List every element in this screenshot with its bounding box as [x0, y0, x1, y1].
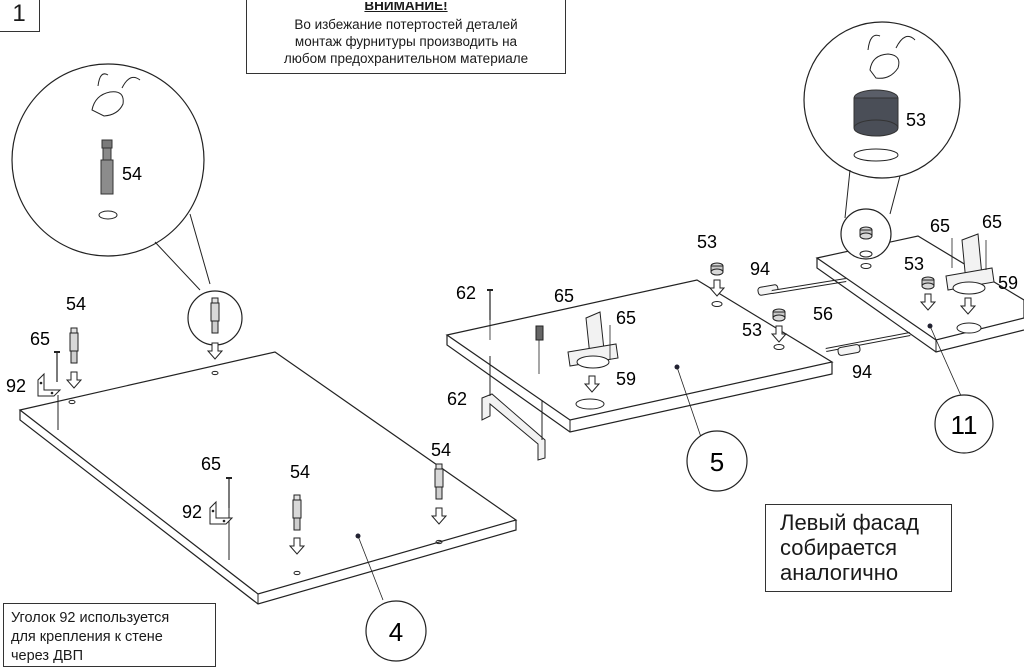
dowel-54-left: [66, 327, 82, 389]
corner-92-left: [37, 373, 61, 430]
part-label-dowel: 54: [431, 440, 451, 460]
part-label-handle: 62: [447, 389, 467, 409]
part-label-corner: 92: [6, 376, 26, 396]
screw-65-panel5: [535, 325, 544, 374]
part-label-cam: 53: [697, 232, 717, 252]
detail-circle-cam: [840, 208, 892, 260]
panel-4-callout: [365, 600, 427, 662]
part-label-cam: 53: [904, 254, 924, 274]
warning-line: любом предохранительном материале: [283, 51, 529, 66]
part-label-rod: 56: [813, 304, 833, 324]
facade-note-line: собирается: [780, 535, 898, 560]
cam-53-panel5-a: [709, 262, 725, 297]
part-label-rod: 94: [852, 362, 872, 382]
part-label-dowel: 54: [122, 164, 142, 184]
screw-65-mid: [225, 477, 233, 560]
panel-4: [18, 351, 518, 605]
screw-65-left: [53, 351, 61, 383]
panel-number: 5: [710, 447, 724, 477]
hinge-59-panel5: [567, 311, 619, 393]
part-label-screw: 65: [554, 286, 574, 306]
panel-11: [815, 235, 1024, 399]
warning-title: ВНИМАНИЕ!: [364, 2, 448, 13]
part-label-screw: 65: [201, 454, 221, 474]
corner-note: Уголок 92 используется для крепления к с…: [3, 603, 216, 667]
facade-note-line: аналогично: [780, 560, 899, 585]
panel-11-callout: [934, 394, 994, 454]
step-number: 1: [12, 0, 26, 27]
warning-line: Во избежание потертостей деталей: [294, 17, 518, 32]
panel-number: 4: [389, 617, 403, 647]
part-label-rod: 94: [750, 259, 770, 279]
step-number-box: 1: [0, 0, 40, 32]
corner-note-line: Уголок 92 используется: [11, 610, 170, 626]
panel-5-callout: [686, 430, 748, 492]
part-label-screw: 65: [930, 216, 950, 236]
detail-magnifier-cam: [803, 21, 961, 219]
part-label-hinge: 59: [616, 369, 636, 389]
part-label-screw: 65: [30, 329, 50, 349]
part-label-dowel: 54: [66, 294, 86, 314]
part-label-corner: 92: [182, 502, 202, 522]
hinge-59-panel11: [945, 233, 995, 315]
part-label-cam: 53: [906, 110, 926, 130]
part-label-screw: 65: [982, 212, 1002, 232]
part-label-cam: 53: [742, 320, 762, 340]
part-label-handle: 62: [456, 283, 476, 303]
corner-note-line: для крепления к стене: [11, 629, 163, 645]
connector-rods: [757, 278, 911, 356]
screw-62: [486, 289, 494, 340]
detail-magnifier-dowel: [11, 63, 211, 291]
cam-53-panel5-b: [771, 308, 787, 343]
part-label-screw: 65: [616, 308, 636, 328]
warning-line: монтаж фурнитуры производить на: [294, 34, 518, 49]
detail-circle-dowel: [187, 290, 243, 360]
panel-5: [445, 279, 834, 441]
part-label-hinge: 59: [998, 273, 1018, 293]
corner-note-line: через ДВП: [11, 648, 84, 664]
warning-note: ВНИМАНИЕ! Во избежание потертостей детал…: [246, 0, 566, 74]
part-label-dowel: 54: [290, 462, 310, 482]
facade-note-line: Левый фасад: [780, 510, 919, 535]
panel-number: 11: [951, 410, 978, 440]
handle-62: [481, 356, 546, 461]
facade-note: Левый фасад собирается аналогично: [765, 504, 952, 592]
